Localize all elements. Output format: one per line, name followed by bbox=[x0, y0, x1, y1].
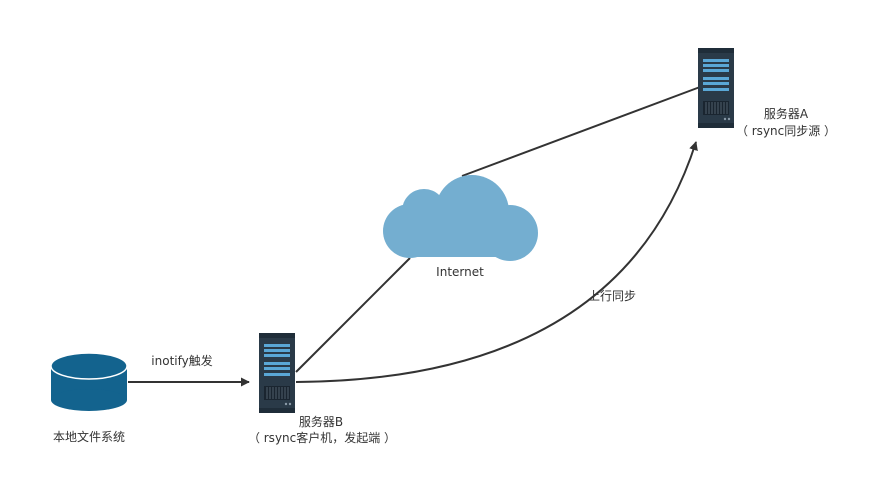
local-fs-label: 本地文件系统 bbox=[53, 429, 125, 444]
server-b-name: 服务器B bbox=[299, 414, 343, 429]
cloud-icon bbox=[383, 175, 538, 261]
server-a-name: 服务器A bbox=[764, 106, 809, 121]
link-cloud-to-server-a bbox=[461, 86, 701, 177]
database-icon bbox=[50, 352, 128, 411]
internet-label: Internet bbox=[436, 265, 484, 279]
server-icon bbox=[697, 47, 735, 129]
server-b-role: （ rsync客户机，发起端 ） bbox=[248, 430, 396, 445]
trigger-label: inotify触发 bbox=[151, 353, 212, 368]
sync-label: 上行同步 bbox=[588, 289, 636, 303]
sync-arrow bbox=[295, 141, 698, 383]
server-a-role: （ rsync同步源 ） bbox=[736, 124, 836, 138]
link-server-b-to-cloud bbox=[295, 257, 411, 373]
server-icon bbox=[258, 332, 296, 414]
